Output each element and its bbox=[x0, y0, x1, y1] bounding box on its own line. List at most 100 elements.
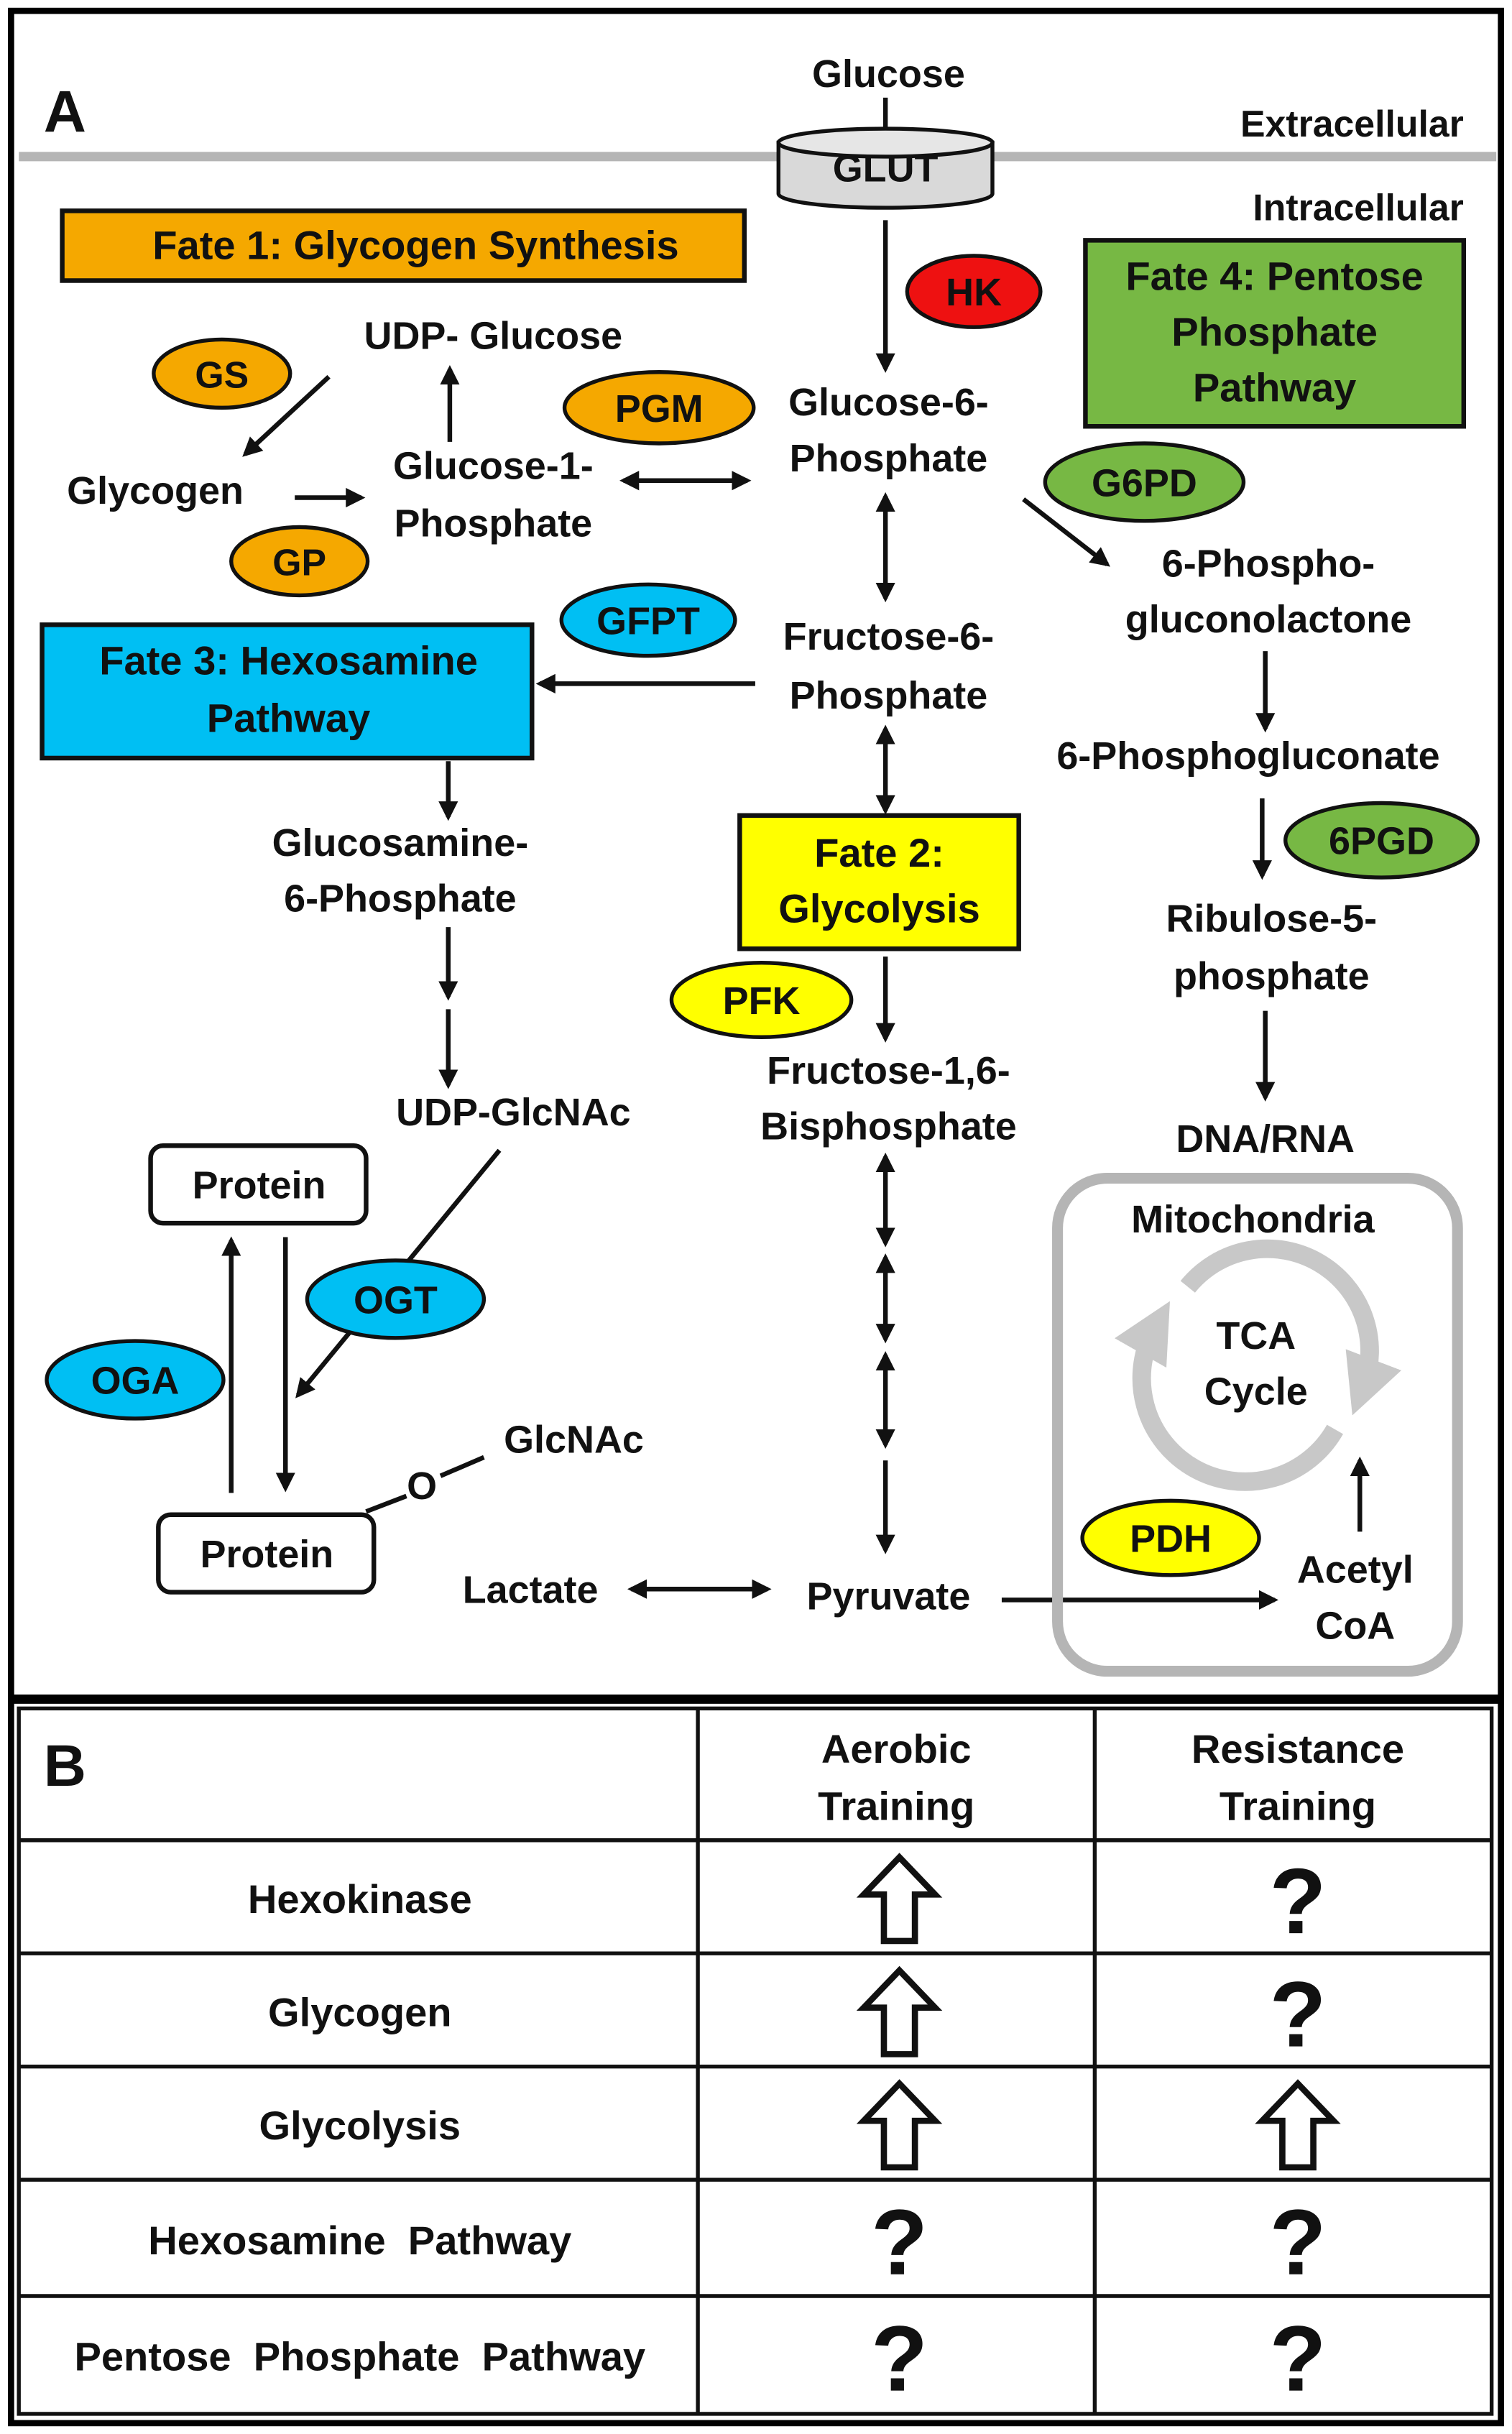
resistance-unknown-mark: ? bbox=[1269, 1963, 1326, 2067]
mitochondria-label: Mitochondria bbox=[1131, 1198, 1375, 1241]
gs-enzyme: GS bbox=[152, 337, 292, 410]
fate1-label: Fate 1: Glycogen Synthesis bbox=[152, 222, 678, 267]
table-row-label: Hexokinase bbox=[248, 1876, 472, 1922]
glucose-label: Glucose bbox=[812, 52, 965, 96]
g1p-label-line2: Phosphate bbox=[395, 502, 593, 545]
o-link-label: O bbox=[407, 1465, 437, 1508]
resistance-unknown-mark: ? bbox=[1269, 2308, 1326, 2411]
table-row-label: Glycogen bbox=[268, 1990, 452, 2035]
header-resistance-line1: Resistance bbox=[1191, 1726, 1404, 1771]
table-row-label: Hexosamine Pathway bbox=[148, 2218, 571, 2263]
hk-enzyme: HK bbox=[905, 254, 1043, 329]
pyruvate-label: Pyruvate bbox=[807, 1575, 971, 1618]
glut-transporter: GLUT bbox=[776, 126, 995, 210]
r5p-label-line1: Ribulose-5- bbox=[1166, 898, 1378, 941]
acetylcoa-label-line2: CoA bbox=[1315, 1604, 1395, 1647]
pgm-enzyme: PGM bbox=[562, 370, 756, 446]
resistance-increase-arrow-icon bbox=[1255, 2079, 1341, 2171]
gfpt-enzyme: GFPT bbox=[559, 582, 737, 658]
aerobic-unknown-mark: ? bbox=[871, 2308, 928, 2411]
pfk-enzyme: PFK bbox=[669, 961, 854, 1039]
gfpt-label: GFPT bbox=[596, 599, 700, 642]
g6p-label-line1: Glucose-6- bbox=[788, 381, 989, 424]
fate2-label-line2: Glycolysis bbox=[778, 886, 980, 931]
g1p-label-line1: Glucose-1- bbox=[393, 445, 594, 488]
aerobic-increase-arrow-icon bbox=[856, 2079, 943, 2171]
g6pd-label: G6PD bbox=[1092, 461, 1197, 504]
figure-frame bbox=[8, 7, 1504, 2427]
ogt-label: OGT bbox=[354, 1278, 438, 1322]
dna-rna-label: DNA/RNA bbox=[1176, 1117, 1355, 1161]
g6pd-enzyme: G6PD bbox=[1043, 441, 1246, 523]
glut-label: GLUT bbox=[833, 147, 939, 190]
glcnac-label: GlcNAc bbox=[504, 1418, 644, 1461]
pg-label: 6-Phosphogluconate bbox=[1056, 734, 1439, 778]
fate1-box: Fate 1: Glycogen Synthesis bbox=[60, 208, 747, 283]
fate4-label-line3: Pathway bbox=[1193, 365, 1357, 410]
mitochondria-box bbox=[1052, 1173, 1463, 1677]
pdh-enzyme: PDH bbox=[1080, 1498, 1261, 1577]
table-row-label: Glycolysis bbox=[259, 2103, 461, 2148]
g6p-label-line2: Phosphate bbox=[790, 437, 988, 480]
gln6p-label-line2: 6-Phosphate bbox=[284, 877, 517, 921]
protein-label: Protein bbox=[193, 1164, 326, 1207]
tca-label-line2: Cycle bbox=[1204, 1370, 1308, 1414]
fate3-label-line2: Pathway bbox=[207, 695, 371, 740]
ogt-enzyme: OGT bbox=[305, 1258, 487, 1340]
gs-label: GS bbox=[195, 354, 249, 395]
aerobic-unknown-mark: ? bbox=[871, 2191, 928, 2295]
glycogen-label: Glycogen bbox=[67, 469, 244, 512]
fate2-label-line1: Fate 2: bbox=[814, 830, 944, 875]
header-resistance-line2: Training bbox=[1220, 1784, 1376, 1829]
gp-enzyme: GP bbox=[229, 525, 370, 598]
acetylcoa-label-line1: Acetyl bbox=[1297, 1549, 1414, 1592]
fbp-label-line2: Bisphosphate bbox=[760, 1105, 1017, 1148]
fate4-label-line1: Fate 4: Pentose bbox=[1125, 253, 1423, 298]
oga-enzyme: OGA bbox=[45, 1339, 226, 1421]
fate4-label-line2: Phosphate bbox=[1171, 309, 1378, 354]
resistance-unknown-mark: ? bbox=[1269, 1850, 1326, 1953]
tca-cycle-arrows bbox=[1115, 1239, 1402, 1491]
protein-box: Protein bbox=[148, 1143, 369, 1226]
pgl-label-line2: gluconolactone bbox=[1125, 598, 1411, 641]
training-table-grid bbox=[17, 1706, 1494, 2416]
resistance-unknown-mark: ? bbox=[1269, 2191, 1326, 2295]
glcnac-protein-label: Protein bbox=[200, 1533, 333, 1576]
tca-label-line1: TCA bbox=[1216, 1314, 1296, 1357]
udp-glcnac-label: UDP-GlcNAc bbox=[396, 1091, 631, 1134]
pgm-label: PGM bbox=[615, 387, 704, 430]
gln6p-label-line1: Glucosamine- bbox=[272, 821, 529, 865]
table-row-label: Pentose Phosphate Pathway bbox=[74, 2334, 645, 2379]
o-link-bond-1 bbox=[365, 1493, 407, 1514]
r5p-label-line2: phosphate bbox=[1174, 954, 1370, 997]
o-link-bond-2 bbox=[439, 1455, 485, 1478]
pfk-label: PFK bbox=[723, 979, 801, 1023]
pdh-label: PDH bbox=[1130, 1517, 1212, 1560]
fate3-label-line1: Fate 3: Hexosamine bbox=[99, 637, 478, 683]
f6p-label-line1: Fructose-6- bbox=[783, 615, 995, 658]
fate2-box: Fate 2: Glycolysis bbox=[737, 813, 1021, 951]
fate3-box: Fate 3: Hexosamine Pathway bbox=[40, 622, 535, 761]
aerobic-increase-arrow-icon bbox=[856, 1965, 943, 2057]
pgl-label-line1: 6-Phospho- bbox=[1162, 543, 1375, 586]
extracellular-label: Extracellular bbox=[1240, 103, 1464, 144]
header-aerobic-line1: Aerobic bbox=[821, 1726, 972, 1771]
panel-a-label: A bbox=[44, 79, 86, 144]
aerobic-increase-arrow-icon bbox=[856, 1853, 943, 1945]
udp-to-glycogen-arrow bbox=[242, 374, 331, 457]
panel-b-label: B bbox=[44, 1733, 86, 1799]
lactate-label: Lactate bbox=[463, 1569, 599, 1612]
intracellular-label: Intracellular bbox=[1253, 186, 1463, 228]
oga-label: OGA bbox=[91, 1359, 180, 1402]
hk-label: HK bbox=[946, 271, 1002, 314]
training-table-rows: Hexokinase? Glycogen? GlycolysisHexosamine… bbox=[74, 1850, 1341, 2411]
g6p-to-pgl-arrow bbox=[1022, 497, 1110, 567]
fate4-box: Fate 4: Pentose Phosphate Pathway bbox=[1083, 238, 1467, 429]
header-aerobic-line2: Training bbox=[818, 1784, 974, 1829]
6pgd-label: 6PGD bbox=[1329, 820, 1434, 863]
glcnac-protein-box: Protein bbox=[156, 1512, 377, 1595]
6pgd-enzyme: 6PGD bbox=[1283, 801, 1480, 880]
udp-glucose-label: UDP- Glucose bbox=[364, 314, 623, 357]
gp-label: GP bbox=[272, 541, 326, 583]
fbp-label-line1: Fructose-1,6- bbox=[767, 1049, 1010, 1092]
